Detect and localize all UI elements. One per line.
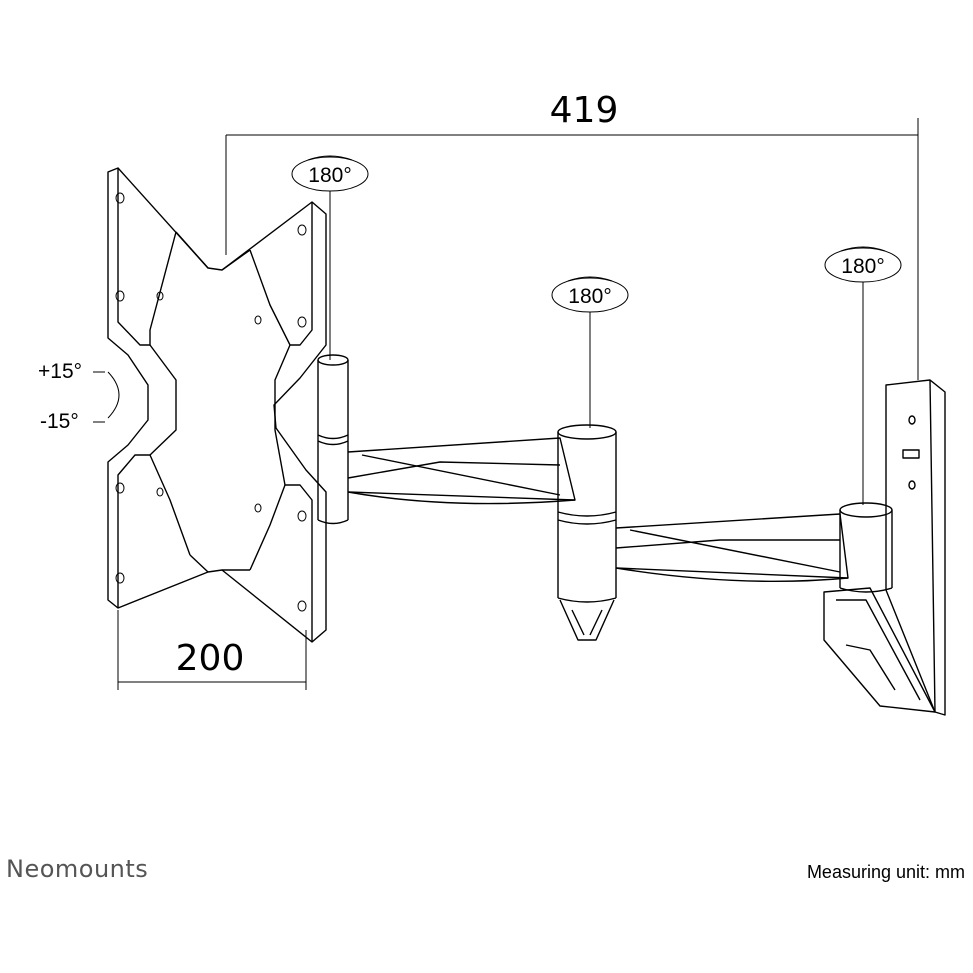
first-arm xyxy=(347,437,576,505)
wall-plate xyxy=(823,379,946,716)
second-arm xyxy=(615,513,849,583)
brand-logo: Neomounts xyxy=(6,855,149,883)
plate-pivot-cylinder xyxy=(317,354,349,525)
rotation-label-middle: 180° xyxy=(568,285,611,308)
width-dimension-value: 419 xyxy=(550,90,619,131)
rotation-badge-middle xyxy=(551,276,629,428)
vesa-plate xyxy=(107,167,327,643)
measuring-unit-note: Measuring unit: mm xyxy=(806,862,965,882)
rotation-label-wall: 180° xyxy=(841,255,884,278)
vesa-dimension xyxy=(117,610,307,690)
rotation-label-plate: 180° xyxy=(308,164,351,187)
tilt-up-label: +15° xyxy=(38,360,82,383)
width-dimension xyxy=(225,118,919,380)
wall-pivot-cylinder xyxy=(839,502,893,593)
tilt-down-label: -15° xyxy=(40,410,79,433)
middle-joint-cylinder xyxy=(557,424,617,641)
tilt-arc xyxy=(93,371,120,423)
rotation-badge-plate xyxy=(291,155,369,360)
rotation-badge-wall xyxy=(824,246,902,505)
vesa-dimension-value: 200 xyxy=(176,638,245,679)
